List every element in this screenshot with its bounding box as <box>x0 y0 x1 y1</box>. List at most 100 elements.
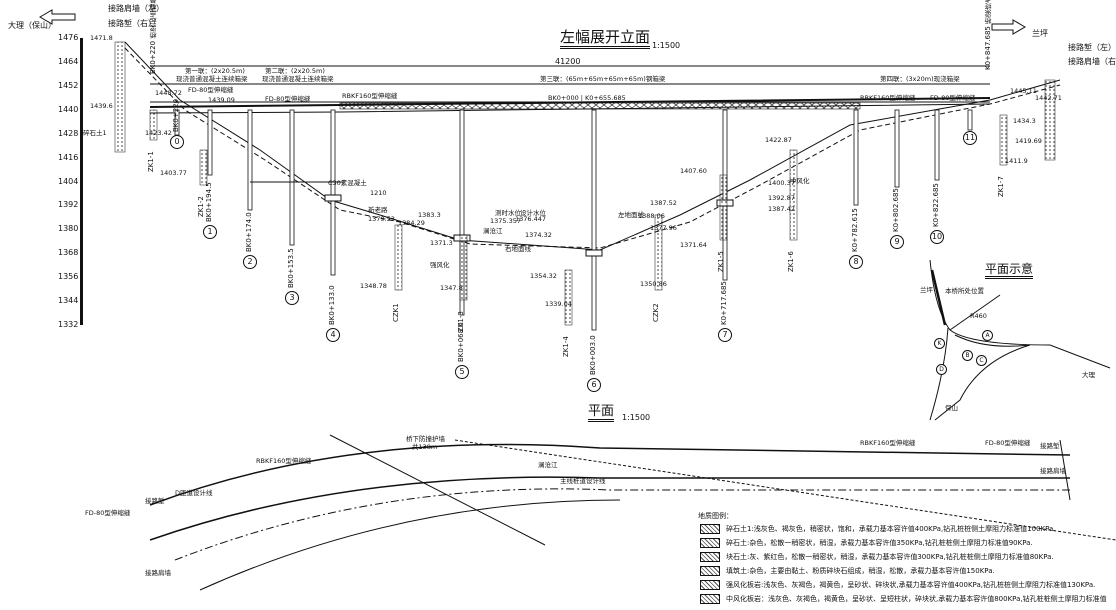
elevation-title: 左幅展开立面 <box>560 30 651 49</box>
legend-item: 填筑土:杂色，主要由黏土、粉质碎块石组成，稍湿，松散，承载力基本容许值150KP… <box>700 566 995 576</box>
elevation-label: C30素混凝土 <box>328 179 367 187</box>
plan-label: 主线桩道设计线 <box>560 477 606 485</box>
legend-title: 地质图例： <box>698 512 733 520</box>
legend-item: 碎石土:杂色，松散一稍密状，稍湿，承载力基本容许值350KPa,钻孔桩桩侧土摩阻… <box>700 538 1033 548</box>
right-label-1: 接路堑（左） <box>1068 43 1116 52</box>
legend-text: 中风化板岩：浅灰色、灰褐色，褐黄色，呈砂状、呈短柱状，碎块状,承载力基本容许值8… <box>726 595 1107 603</box>
elevation-label: 测时水位 <box>495 209 521 217</box>
legend-swatch-icon <box>700 580 720 590</box>
elevation-tick: 1404 <box>58 176 79 186</box>
legend-item: 强风化板岩:浅灰色、灰褐色，褐黄色，呈砂状、碎块状,承载力基本容许值400KPa… <box>700 580 1095 590</box>
pier-number: 5 <box>455 365 469 379</box>
plan-label: RBKF160型伸缩缝 <box>860 439 916 447</box>
pier-column <box>459 109 465 316</box>
borehole-id: CZK2 <box>652 303 660 322</box>
elevation-tick: 1428 <box>58 128 79 138</box>
pier-number: 10 <box>930 230 944 244</box>
ramp-marker: A <box>982 330 993 341</box>
plan-label: 澜沧江 <box>538 461 558 469</box>
pier-number: 1 <box>203 225 217 239</box>
elevation-value: 1445.11 <box>1010 87 1037 95</box>
pile-cap <box>324 194 342 202</box>
plan-label: 桥下防撞护墙 <box>406 435 445 443</box>
sketch-label: R460 <box>970 312 987 320</box>
ramp-marker: C <box>976 355 987 366</box>
elevation-value: 1439.6 <box>90 102 113 110</box>
pile-cap <box>585 249 603 257</box>
elevation-value: 1423.42 <box>145 129 172 137</box>
elevation-label: 中风化 <box>790 177 810 185</box>
pier-column <box>330 109 336 276</box>
left-abutment-wall <box>114 41 126 153</box>
pier-number: 3 <box>285 291 299 305</box>
sketch-bridge-location <box>930 269 947 326</box>
elevation-value: 1434.3 <box>1013 117 1036 125</box>
elevation-value: 1419.69 <box>1015 137 1042 145</box>
elevation-label: 碎石土1 <box>83 129 107 137</box>
plan-skew-line-2 <box>454 439 1116 541</box>
right-abutment-wall <box>1044 79 1056 161</box>
elevation-label: 新老路 <box>368 206 388 214</box>
plan-label: FD-80型伸缩缝 <box>985 439 1031 447</box>
legend-item: 中风化板岩：浅灰色、灰褐色，褐黄色，呈砂状、呈短柱状，碎块状,承载力基本容许值8… <box>700 594 1107 604</box>
elevation-value: 1371.3 <box>430 239 453 247</box>
legend-text: 填筑土:杂色，主要由黏土、粉质碎块石组成，稍湿，松散，承载力基本容许值150KP… <box>726 567 995 575</box>
elevation-value: 1348.78 <box>360 282 387 290</box>
borehole-id: ZK1-7 <box>997 176 1005 197</box>
joint-4: RBKF160型伸缩缝 <box>860 94 916 102</box>
borehole-column <box>999 114 1008 166</box>
plan-title: 平面 <box>588 405 615 422</box>
plan-ramp-edge <box>199 499 621 591</box>
borehole-id: ZK1-1 <box>147 151 155 172</box>
borehole-column <box>394 224 403 291</box>
ramp-marker: K <box>934 338 945 349</box>
plan-label: 接路肩墙 <box>145 569 171 577</box>
elevation-value: 1371.64 <box>680 241 707 249</box>
pier-number: 6 <box>587 378 601 392</box>
sketch-label: 本桥所处位置 <box>945 287 984 295</box>
legend-text: 碎石土:杂色，松散一稍密状，稍湿，承载力基本容许值350KPa,钻孔桩桩侧土摩阻… <box>726 539 1033 547</box>
pier-number: 11 <box>963 131 977 145</box>
elevation-value: 1422.87 <box>765 136 792 144</box>
sketch-label: 兰坪 <box>920 286 933 294</box>
plan-end-line <box>1059 439 1071 501</box>
plan-edge-top <box>149 443 1071 506</box>
elevation-value: 1379.53 <box>368 215 395 223</box>
elevation-value: 1339.04 <box>545 300 572 308</box>
sketch-title: 平面示意 <box>985 263 1034 279</box>
sketch-label: 大理 <box>1082 371 1095 379</box>
borehole-column <box>654 214 663 291</box>
pier-station: BK0+153.5 <box>287 248 295 288</box>
ramp-marker: B <box>962 350 973 361</box>
pier-column <box>853 109 859 206</box>
pier-column <box>894 109 900 188</box>
pier-column <box>289 109 295 246</box>
pier-number: 8 <box>849 255 863 269</box>
elevation-label: 澜沧江 <box>483 227 503 235</box>
legend-swatch-icon <box>700 566 720 576</box>
elevation-tick: 1476 <box>58 33 79 42</box>
plan-skew-line-1 <box>329 434 546 546</box>
plan-centerline <box>174 488 1070 561</box>
elevation-value: 1442.71 <box>1035 94 1062 102</box>
pier-column <box>247 109 253 211</box>
pier-station: BK0+133.0 <box>328 285 336 325</box>
legend-swatch-icon <box>700 594 720 604</box>
borehole-column <box>789 149 798 241</box>
elevation-tick: 1368 <box>58 248 79 258</box>
legend-text: 块石土:灰、紫红色，松散一稍密状，稍湿，承载力基本容许值300KPa,钻孔桩桩侧… <box>726 553 1054 561</box>
elevation-value: 1387.52 <box>650 199 677 207</box>
ramp-marker: D <box>936 364 947 375</box>
center-station: BK0+000 | K0+655.685 <box>548 94 626 102</box>
joint-5: FD-80型伸缩缝 <box>930 94 976 102</box>
right-label-2: 接路肩墙（右） <box>1068 57 1116 66</box>
span-1: 第一联：(2x20.5m) <box>185 67 245 75</box>
elevation-tick: 1344 <box>58 296 79 306</box>
left-direction: 大理（保山） <box>8 21 56 30</box>
span-1-sub: 现浇普通混凝土连续箱梁 <box>176 75 248 83</box>
pier-column <box>934 109 940 181</box>
right-direction: 兰坪 <box>1032 29 1048 38</box>
left-arrow-icon <box>39 9 76 25</box>
borehole-column <box>564 269 573 326</box>
elevation-tick: 1380 <box>58 224 79 234</box>
